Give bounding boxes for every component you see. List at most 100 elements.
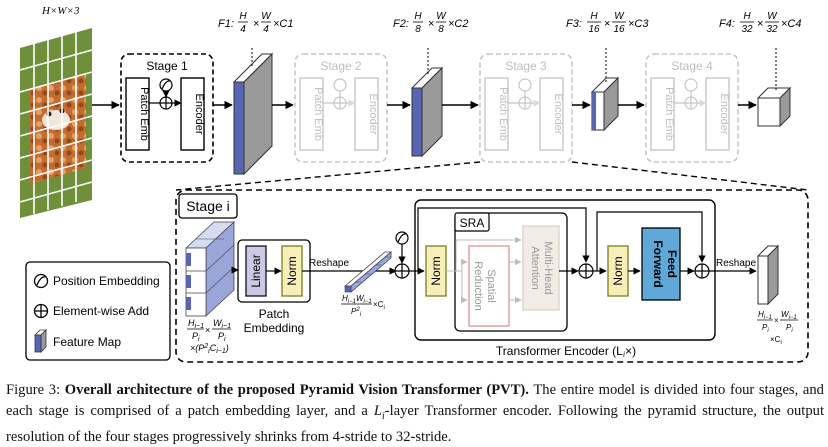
svg-text:×Ci: ×Ci [770, 335, 782, 346]
svg-text:×C4: ×C4 [781, 18, 802, 30]
spatial-reduction-label-2: Reduction [472, 261, 484, 311]
legend-box [25, 261, 171, 361]
multi-head-attention-block [522, 225, 560, 311]
mha-label-2: Attention [529, 246, 541, 289]
zoom-line-left [175, 161, 481, 191]
svg-text:F3:: F3: [566, 18, 582, 30]
stage-4-encoder-label: Encoder [718, 94, 730, 135]
stage-4-title: Stage 4 [671, 59, 713, 73]
svg-text:16: 16 [588, 24, 600, 35]
architecture-figure: H×W×3 Stage 1 Patch Emb Encoder Stage 2 [19, 5, 809, 363]
svg-text:Hi−1: Hi−1 [758, 310, 772, 321]
feature-map-f1 [232, 52, 274, 176]
stage-i-title: Stage i [186, 198, 230, 214]
norm-label-3: Norm [611, 256, 625, 285]
stage-2-encoder-label: Encoder [367, 94, 379, 135]
svg-text:W: W [767, 11, 778, 22]
feature-map-f4 [756, 86, 792, 128]
stage-3-patch-emb-label: Patch Emb [497, 87, 509, 141]
svg-text:×: × [428, 18, 434, 30]
feature-label-f3: F3: H 16 × W 16 ×C3 [566, 11, 649, 35]
legend-position-label: Position Embedding [53, 274, 160, 288]
stage-2-block: Stage 2 Patch Emb Encoder [294, 53, 388, 163]
svg-text:Pi: Pi [192, 331, 200, 343]
mha-label-1: Multi-Head [542, 241, 554, 294]
stage-4-patch-emb-label: Patch Emb [663, 87, 675, 141]
spatial-reduction-label-1: Spatial [485, 269, 497, 303]
svg-text:×: × [253, 18, 259, 30]
svg-text:F1:: F1: [218, 18, 234, 30]
legend-feature-map-label: Feature Map [53, 335, 121, 349]
svg-text:H: H [590, 11, 598, 22]
token-sequence-size-label: Hi−1Wi−1 P2i ×Ci [341, 294, 385, 318]
patch-embedding-label-1: Patch [259, 307, 290, 321]
svg-text:32: 32 [741, 24, 753, 35]
zoom-line-right [571, 161, 809, 191]
stage-2-title: Stage 2 [320, 59, 362, 73]
stage-1-patch-emb-label: Patch Emb [138, 87, 150, 141]
feed-forward-block [641, 227, 681, 301]
svg-text:×Ci: ×Ci [373, 300, 385, 311]
input-size-label: H×W×3 [41, 5, 80, 17]
caption-text-2: -layer Transformer encoder. Following th… [6, 402, 825, 445]
svg-text:32: 32 [766, 24, 778, 35]
sra-label: SRA [460, 216, 485, 230]
svg-text:4: 4 [263, 24, 269, 35]
add-icon-2 [578, 263, 594, 279]
svg-text:4: 4 [240, 24, 246, 35]
norm-label-2: Norm [429, 256, 443, 285]
stage-1-block: Stage 1 Patch Emb Encoder [120, 53, 214, 163]
svg-text:16: 16 [613, 24, 625, 35]
feature-label-f4: F4: H 32 × W 32 ×C4 [719, 11, 802, 35]
output-size-label: Hi−1 Pi × Wi−1 Pi ×Ci [757, 310, 798, 346]
svg-text:8: 8 [415, 24, 421, 35]
svg-text:P2i: P2i [351, 307, 362, 318]
reshape-label-2: Reshape [716, 258, 756, 269]
feature-label-f1: F1: H 4 × W 4 ×C1 [218, 11, 294, 35]
svg-text:×: × [604, 18, 610, 30]
svg-text:W: W [614, 11, 625, 22]
stage-1-encoder-label: Encoder [193, 94, 205, 135]
svg-text:Hi−1Wi−1: Hi−1Wi−1 [342, 294, 372, 305]
svg-text:×: × [757, 18, 763, 30]
feature-map-f3 [590, 76, 620, 132]
position-embedding-icon [395, 231, 409, 245]
feed-forward-label-1: Feed [665, 250, 679, 278]
caption-text-1: The entire model is divided into four st… [6, 382, 824, 419]
stage-4-block: Stage 4 Patch Emb Encoder [645, 53, 739, 163]
svg-text:Pi: Pi [218, 331, 226, 343]
caption-prefix: Figure 3: [6, 382, 65, 398]
add-icon-1 [394, 263, 410, 279]
legend-add-label: Element-wise Add [53, 304, 149, 318]
legend-add-icon [33, 303, 49, 319]
caption-title: Overall architecture of the proposed Pyr… [64, 382, 529, 398]
svg-text:W: W [436, 11, 447, 22]
stage-3-block: Stage 3 Patch Emb Encoder [479, 53, 573, 163]
output-feature-map [756, 244, 780, 306]
norm-label-1: Norm [285, 256, 299, 285]
svg-text:8: 8 [438, 24, 444, 35]
svg-text:W: W [261, 11, 272, 22]
stage-2-patch-emb-label: Patch Emb [312, 87, 324, 141]
add-icon-3 [694, 263, 710, 279]
linear-label: Linear [249, 254, 263, 287]
feature-label-f2: F2: H 8 × W 8 ×C2 [393, 11, 469, 35]
stage-3-encoder-label: Encoder [552, 94, 564, 135]
token-sequence [343, 251, 393, 293]
svg-text:×C3: ×C3 [628, 18, 649, 30]
stage-1-title: Stage 1 [146, 59, 188, 73]
svg-text:H: H [414, 11, 422, 22]
spatial-reduction-block [468, 245, 510, 327]
svg-text:×C1: ×C1 [273, 18, 294, 30]
svg-text:×C2: ×C2 [448, 18, 469, 30]
feed-forward-label-2: Forward [651, 240, 665, 287]
feature-map-f2 [410, 66, 444, 158]
transformer-encoder-label: Transformer Encoder (Li×) [496, 344, 636, 359]
reshape-label-1: Reshape [309, 258, 349, 269]
svg-text:F2:: F2: [393, 18, 409, 30]
svg-text:Pi: Pi [762, 323, 769, 334]
legend-feature-map-icon [34, 329, 47, 353]
input-image [19, 28, 93, 218]
patch-grid [184, 221, 236, 317]
caption-math-li: Li [373, 402, 385, 422]
